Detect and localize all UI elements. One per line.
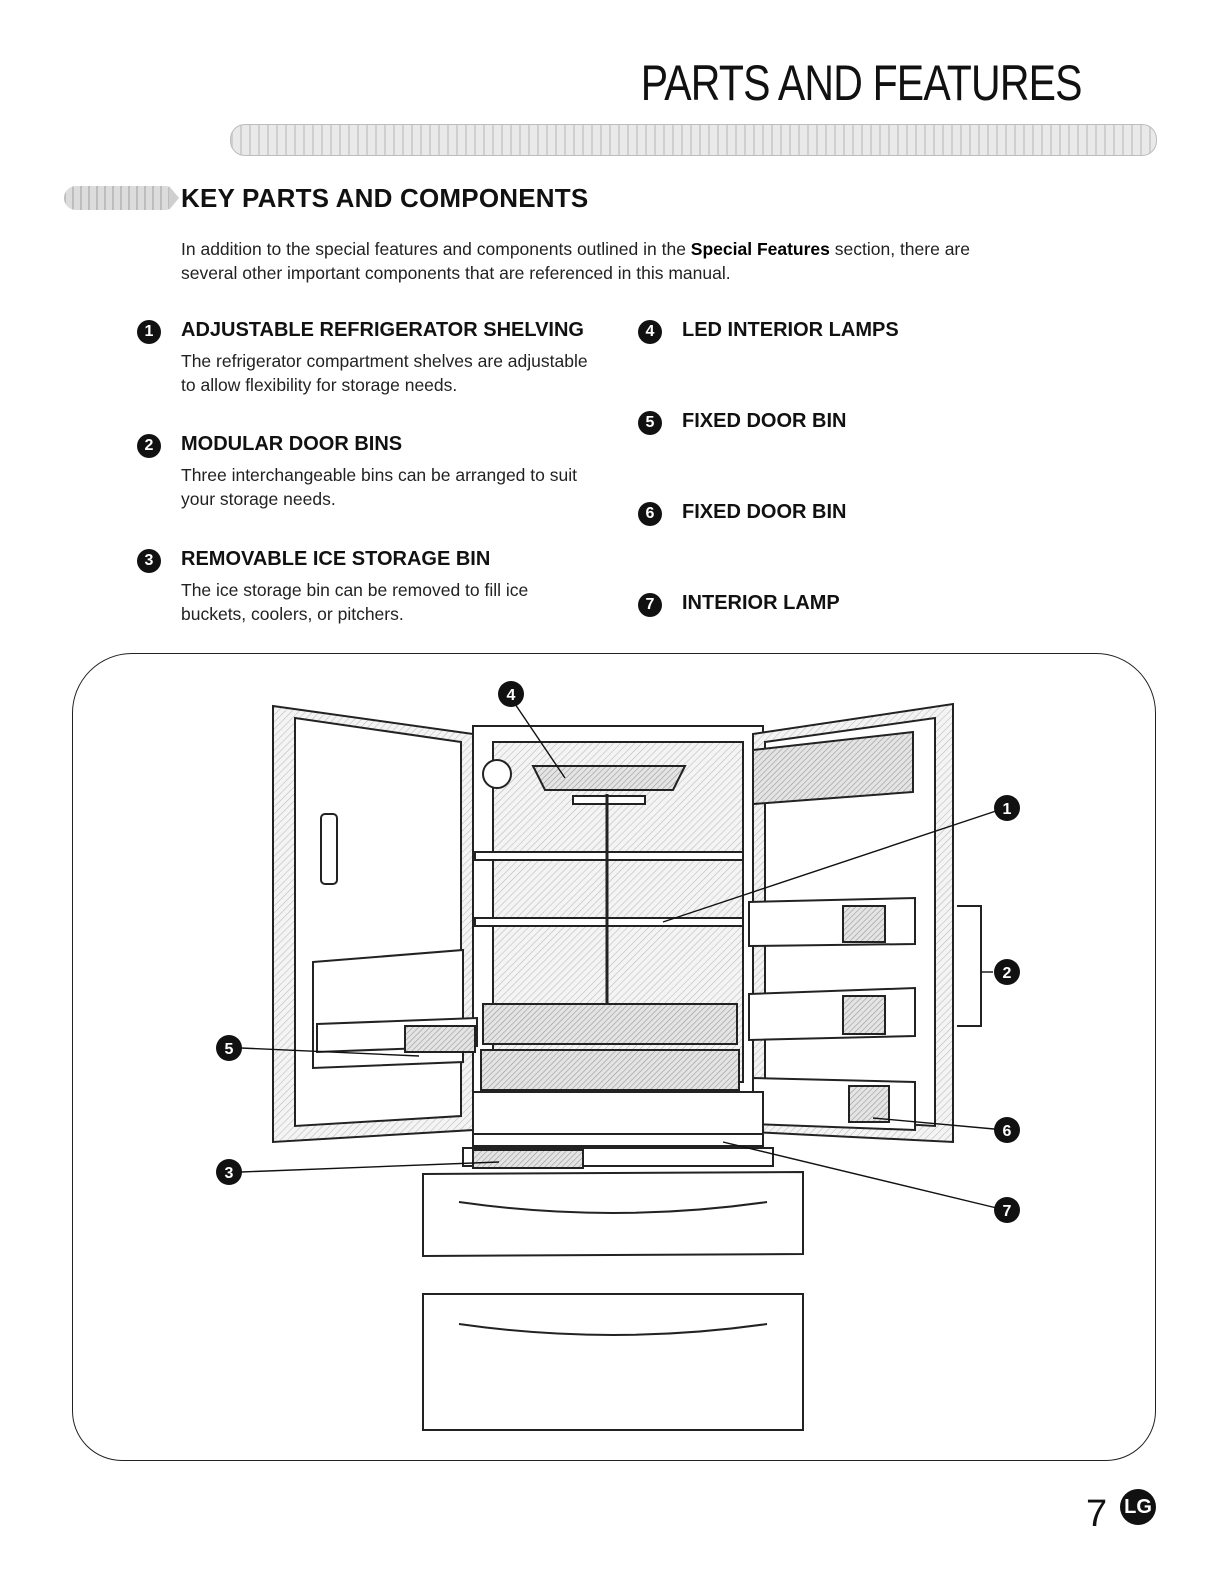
callout-1: 1 bbox=[1003, 801, 1012, 818]
intro-paragraph: In addition to the special features and … bbox=[181, 237, 1021, 285]
item-description: The ice storage bin can be removed to fi… bbox=[181, 580, 529, 624]
item-title: LED INTERIOR LAMPS bbox=[682, 319, 899, 341]
refrigerator-illustration-frame: 4 1 2 5 6 3 7 bbox=[72, 653, 1156, 1461]
item-number-badge: 2 bbox=[137, 434, 161, 458]
item-title: FIXED DOOR BIN bbox=[682, 410, 847, 432]
callout-7: 7 bbox=[1003, 1203, 1012, 1220]
item-number-badge: 4 bbox=[638, 320, 662, 344]
intro-bold-text: Special Features bbox=[690, 239, 830, 259]
intro-text-end: section, there are several other importa… bbox=[181, 239, 970, 283]
page-number: 7 bbox=[1086, 1493, 1108, 1535]
callout-2: 2 bbox=[1003, 965, 1012, 982]
callout-4: 4 bbox=[507, 687, 516, 704]
item-title: MODULAR DOOR BINS bbox=[181, 433, 403, 455]
callout-5: 5 bbox=[225, 1041, 234, 1058]
lg-logo-icon: LG bbox=[1120, 1489, 1156, 1525]
item-title: FIXED DOOR BIN bbox=[682, 501, 847, 523]
section-heading: KEY PARTS AND COMPONENTS bbox=[181, 183, 589, 213]
item-description: Three interchangeable bins can be arrang… bbox=[181, 465, 577, 509]
item-title: INTERIOR LAMP bbox=[682, 592, 840, 614]
item-title: ADJUSTABLE REFRIGERATOR SHELVING bbox=[181, 319, 584, 341]
item-number-badge: 6 bbox=[638, 502, 662, 526]
title-decorative-bar bbox=[230, 124, 1157, 156]
refrigerator-illustration: 4 1 2 5 6 3 7 bbox=[216, 681, 1020, 1431]
callout-6: 6 bbox=[1003, 1123, 1012, 1140]
item-number-badge: 1 bbox=[137, 320, 161, 344]
item-title: REMOVABLE ICE STORAGE BIN bbox=[181, 548, 491, 570]
item-description: The refrigerator compartment shelves are… bbox=[181, 351, 588, 395]
callout-3: 3 bbox=[225, 1165, 234, 1182]
item-number-badge: 3 bbox=[137, 549, 161, 573]
section-tab-decoration bbox=[64, 186, 179, 210]
item-number-badge: 7 bbox=[638, 593, 662, 617]
item-number-badge: 5 bbox=[638, 411, 662, 435]
page-title: PARTS AND FEATURES bbox=[641, 55, 1083, 111]
intro-text: In addition to the special features and … bbox=[181, 239, 691, 259]
